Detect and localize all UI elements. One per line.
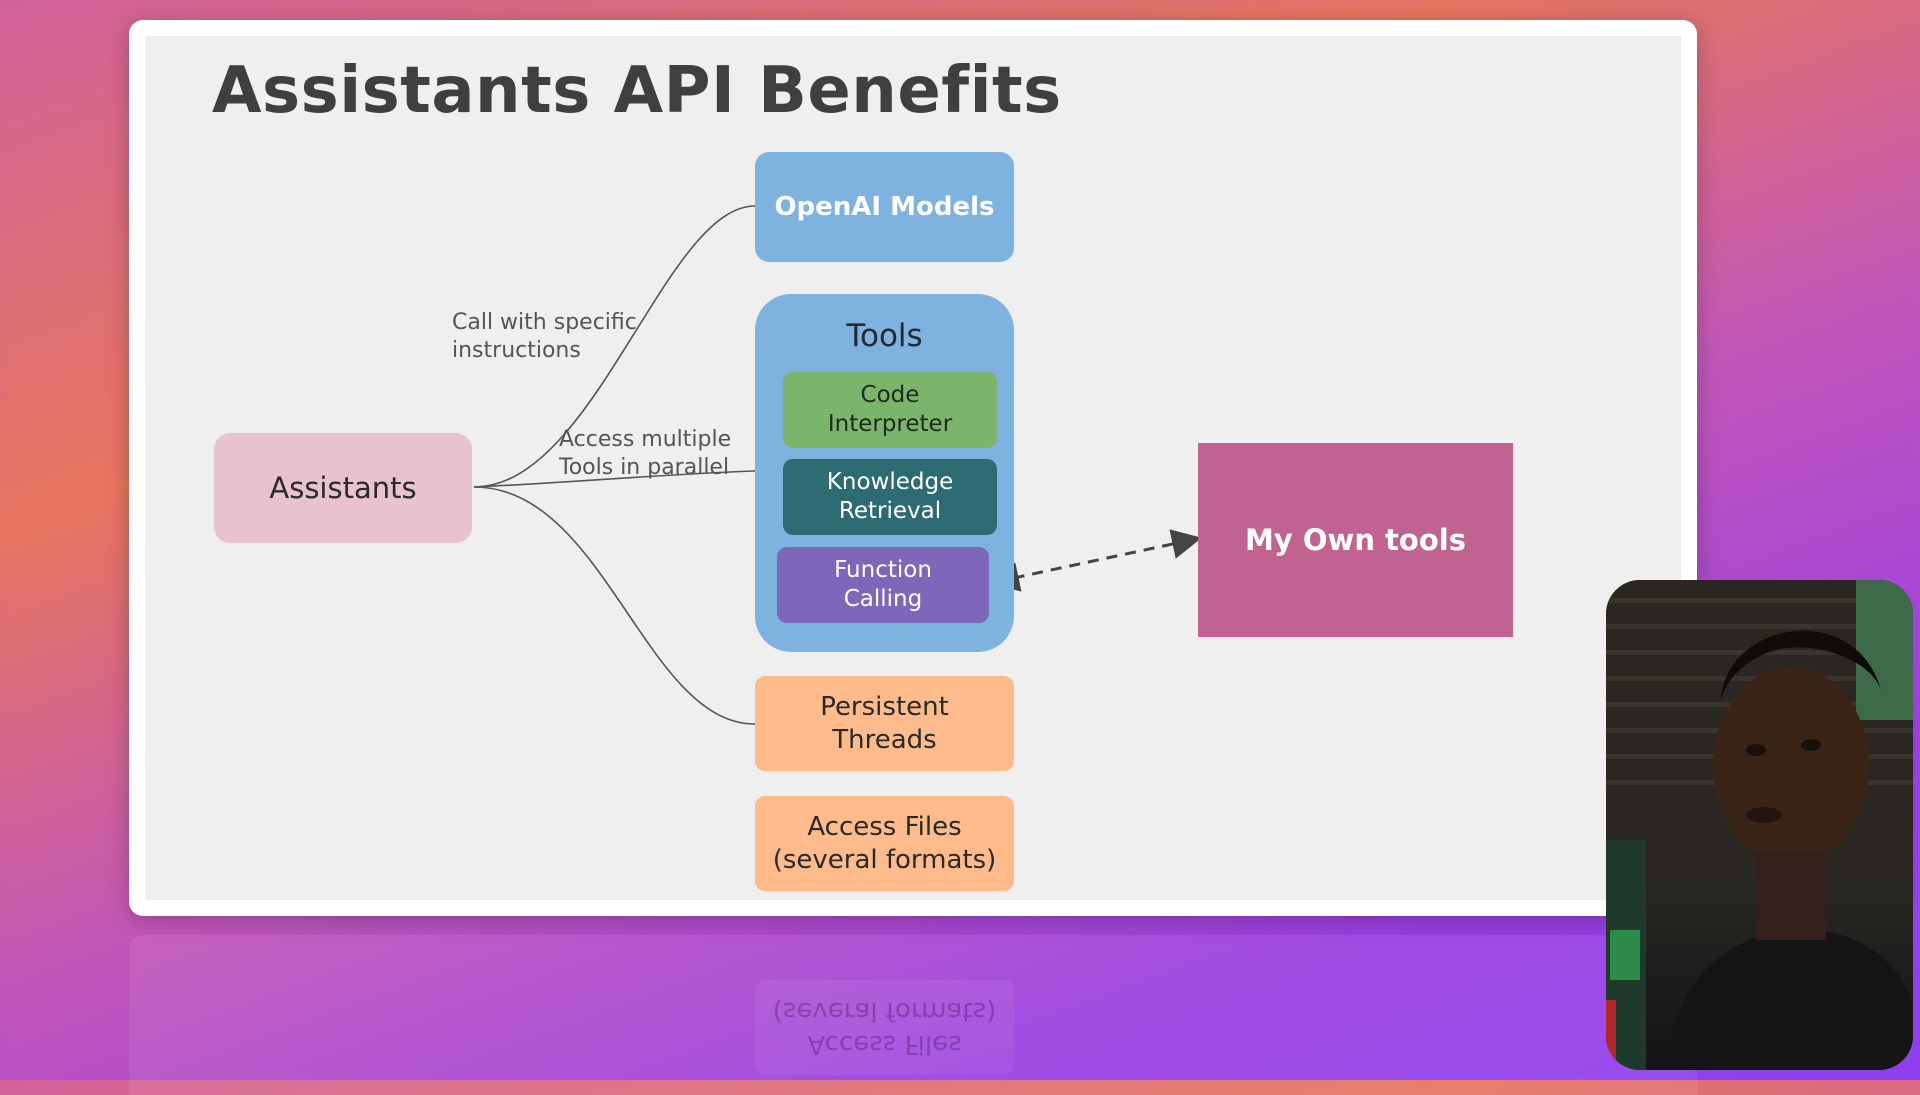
edge-label-call-with-instructions: Call with specific instructions [452, 310, 637, 363]
edge-function-calling-my-own-tools [989, 529, 1202, 592]
presenter [1666, 630, 1913, 1070]
node-knowledge-retrieval-label: Knowledge Retrieval [826, 469, 954, 524]
green-light [1610, 930, 1640, 980]
red-light [1606, 1000, 1616, 1070]
slide-title: Assistants API Benefits [212, 54, 1062, 128]
node-persistent-threads-label: Persistent Threads [820, 692, 949, 755]
node-assistants: Assistants [214, 433, 472, 543]
slide: Assistants API Benefits Call with specif… [145, 36, 1681, 900]
node-persistent-threads: Persistent Threads [755, 676, 1014, 771]
node-my-own-tools-label: My Own tools [1245, 522, 1466, 557]
node-code-interpreter: Code Interpreter [783, 372, 997, 448]
node-knowledge-retrieval: Knowledge Retrieval [783, 459, 997, 535]
node-openai-models: OpenAI Models [755, 152, 1014, 262]
connector-lines [473, 205, 1202, 725]
presenter-webcam [1606, 580, 1913, 1070]
node-openai-models-label: OpenAI Models [774, 191, 995, 222]
node-access-files: Access Files (several formats) [755, 796, 1014, 891]
edge-assistants-persistent-threads [473, 486, 756, 725]
slide-frame: Assistants API Benefits Call with specif… [129, 20, 1697, 916]
edge-assistants-openai-models [473, 205, 756, 488]
node-my-own-tools: My Own tools [1198, 443, 1513, 637]
node-function-calling-label: Function Calling [834, 557, 932, 612]
edge-label-access-tools-parallel: Access multiple Tools in parallel [559, 427, 732, 480]
node-assistants-label: Assistants [269, 470, 417, 505]
node-code-interpreter-label: Code Interpreter [827, 382, 953, 437]
edge-assistants-tools [473, 470, 756, 488]
slide-reflection: Access Files (several formats) [129, 935, 1697, 1095]
node-tools-group: Tools Code Interpreter Knowledge Retriev… [755, 294, 1014, 652]
node-tools-label: Tools [846, 318, 923, 354]
reflection-access-files-label: Access Files (several formats) [772, 996, 997, 1060]
node-access-files-label: Access Files (several formats) [772, 812, 997, 875]
reflection-access-files: Access Files (several formats) [755, 980, 1014, 1075]
plant-background [1856, 580, 1913, 720]
presenter-video-frame [1606, 580, 1913, 1070]
node-function-calling: Function Calling [777, 547, 989, 623]
